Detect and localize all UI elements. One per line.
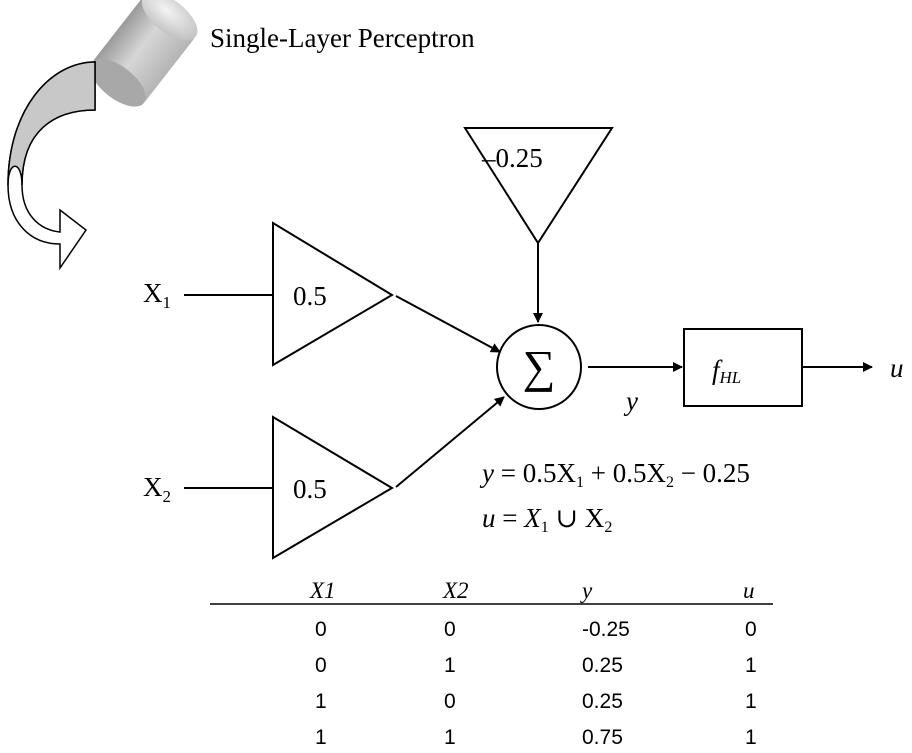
weight-2-value: 0.5 (293, 474, 327, 504)
equation-u: u = X1 ∪ X2 (482, 503, 612, 536)
table-header-cell: y (580, 578, 593, 603)
table-cell: 0 (315, 654, 327, 677)
equation-y: y = 0.5X1 + 0.5X2 − 0.25 (479, 458, 750, 491)
table-row: 0 1 0.25 1 (315, 654, 757, 677)
table-cell: 1 (315, 690, 327, 713)
table-row: 1 0 0.25 1 (315, 690, 757, 713)
table-header-cell: X2 (442, 578, 469, 603)
curved-arrow-icon (7, 61, 96, 271)
diagram-title: Single-Layer Perceptron (210, 23, 475, 53)
table-cell: 0 (444, 618, 456, 641)
truth-table: X1 X2 y u 0 0 -0.25 0 0 1 0.25 1 1 0 0.2… (210, 578, 773, 749)
table-cell: 1 (444, 654, 456, 677)
summation-node: ∑ (496, 324, 582, 410)
summation-symbol: ∑ (523, 341, 556, 392)
bias-node: –0.25 (463, 127, 614, 245)
weight-1-value: 0.5 (293, 281, 327, 311)
table-cell: 0 (745, 618, 757, 641)
input-x2: X2 (143, 472, 273, 506)
input-x1: X1 (143, 278, 273, 312)
weight-2-connector (395, 396, 505, 488)
table-cell: 0 (444, 690, 456, 713)
activation-label: fHL (712, 355, 741, 387)
bias-value: –0.25 (481, 143, 543, 173)
table-header-cell: X1 (309, 578, 336, 603)
activation-node: fHL (683, 328, 803, 407)
table-cell: 0 (315, 618, 327, 641)
table-row: 1 1 0.75 1 (315, 726, 757, 749)
table-cell: 0.25 (582, 690, 623, 713)
input-x2-label: X2 (143, 472, 171, 506)
signal-u-label: u (890, 353, 904, 383)
table-cell: 1 (444, 726, 456, 749)
signal-y-label: y (623, 386, 638, 416)
table-cell: 1 (745, 726, 757, 749)
weight-node-2: 0.5 (272, 415, 394, 560)
weight-node-1: 0.5 (272, 221, 394, 367)
table-cell: 1 (315, 726, 327, 749)
table-cell: 0.25 (582, 654, 623, 677)
table-cell: 0.75 (582, 726, 623, 749)
table-header-cell: u (743, 578, 755, 603)
weight-1-connector (395, 295, 501, 353)
table-cell: 1 (745, 654, 757, 677)
table-cell: -0.25 (582, 618, 630, 641)
table-row: 0 0 -0.25 0 (315, 618, 757, 641)
table-cell: 1 (745, 690, 757, 713)
cylinder-icon (90, 0, 198, 107)
table-header: X1 X2 y u (309, 578, 755, 603)
input-x1-label: X1 (143, 278, 171, 312)
